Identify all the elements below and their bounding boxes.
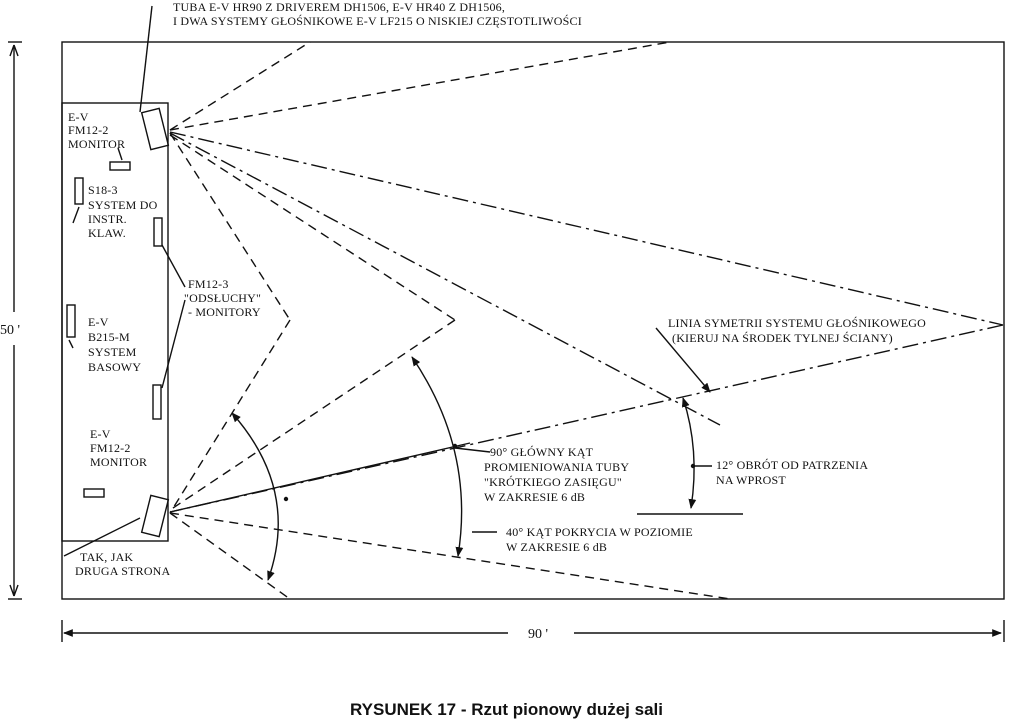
main-angle-line2: PROMIENIOWANIA TUBY — [484, 460, 629, 474]
leader-symmetry — [655, 327, 711, 393]
arc-12deg — [682, 397, 697, 509]
monitor-top-line1: E-V — [68, 110, 89, 124]
speaker-cabinet-bottom — [140, 494, 170, 538]
leader-side-monitors-1 — [161, 244, 186, 288]
stage-outline — [61, 102, 169, 542]
top-note-line1: TUBA E-V HR90 Z DRIVEREM DH1506, E-V HR4… — [173, 0, 505, 14]
keyboard-system-box — [74, 177, 84, 205]
other-side-line1: TAK, JAK — [80, 550, 133, 564]
width-dimension-label: 90 ' — [528, 627, 548, 642]
side-monitors-line3: - MONITORY — [188, 305, 261, 319]
leader-keyboard — [72, 206, 80, 224]
figure-caption: RYSUNEK 17 - Rzut pionowy dużej sali — [350, 700, 663, 719]
leader-monitor-top — [117, 147, 123, 161]
side-monitors-line2: "ODSŁUCHY" — [184, 291, 261, 305]
leader-bass — [68, 339, 74, 349]
main-angle-line1: 90° GŁÓWNY KĄT — [490, 445, 594, 459]
leader-main-angle — [454, 447, 491, 453]
arc-12deg-dot — [690, 463, 696, 469]
bass-line4: BASOWY — [88, 360, 141, 374]
leader-side-monitors-2 — [161, 299, 186, 389]
arc-90deg-dot — [452, 443, 458, 449]
keyboard-line4: KLAW. — [88, 226, 126, 240]
arc-90deg — [411, 356, 464, 557]
keyboard-line1: S18-3 — [88, 183, 118, 197]
arc-40deg — [231, 412, 279, 581]
arc-40deg-dot — [283, 496, 289, 502]
coverage-lines — [169, 41, 731, 600]
side-monitor-box-2 — [152, 384, 162, 420]
rotation-line1: 12° OBRÓT OD PATRZENIA — [716, 458, 868, 472]
bass-line2: B215-M — [88, 330, 130, 344]
main-angle-line4: W ZAKRESIE 6 dB — [484, 490, 585, 504]
leader-top-note — [139, 5, 153, 113]
monitor-bottom-line2: FM12-2 — [90, 441, 131, 455]
keyboard-line2: SYSTEM DO — [88, 198, 158, 212]
keyboard-line3: INSTR. — [88, 212, 127, 226]
side-monitors-line1: FM12-3 — [188, 277, 229, 291]
symmetry-axis — [169, 442, 471, 513]
monitor-top-line3: MONITOR — [68, 137, 125, 151]
top-note-line2: I DWA SYSTEMY GŁOŚNIKOWE E-V LF215 O NIS… — [173, 14, 582, 28]
side-monitor-box-1 — [153, 217, 163, 247]
bass-line1: E-V — [88, 315, 109, 329]
main-angle-line3: "KRÓTKIEGO ZASIĘGU" — [484, 475, 622, 489]
leader-other-side — [63, 517, 141, 557]
monitor-bottom-line1: E-V — [90, 427, 111, 441]
symmetry-line1: LINIA SYMETRII SYSTEMU GŁOŚNIKOWEGO — [668, 316, 926, 330]
radiation-lines — [169, 131, 1004, 513]
other-side-line2: DRUGA STRONA — [75, 564, 171, 578]
coverage-line2: W ZAKRESIE 6 dB — [506, 540, 607, 554]
monitor-bottom-line3: MONITOR — [90, 455, 147, 469]
monitor-top-box — [109, 161, 131, 171]
speaker-cabinet-top — [140, 107, 170, 151]
bass-system-box — [66, 304, 76, 338]
rotation-line2: NA WPROST — [716, 473, 786, 487]
monitor-bottom-box — [83, 488, 105, 498]
coverage-line1: 40° KĄT POKRYCIA W POZIOMIE — [506, 525, 693, 539]
bass-line3: SYSTEM — [88, 345, 137, 359]
symmetry-line2: (KIERUJ NA ŚRODEK TYLNEJ ŚCIANY) — [672, 331, 893, 345]
monitor-top-line2: FM12-2 — [68, 123, 109, 137]
height-dimension-label: 50 ' — [0, 323, 20, 338]
